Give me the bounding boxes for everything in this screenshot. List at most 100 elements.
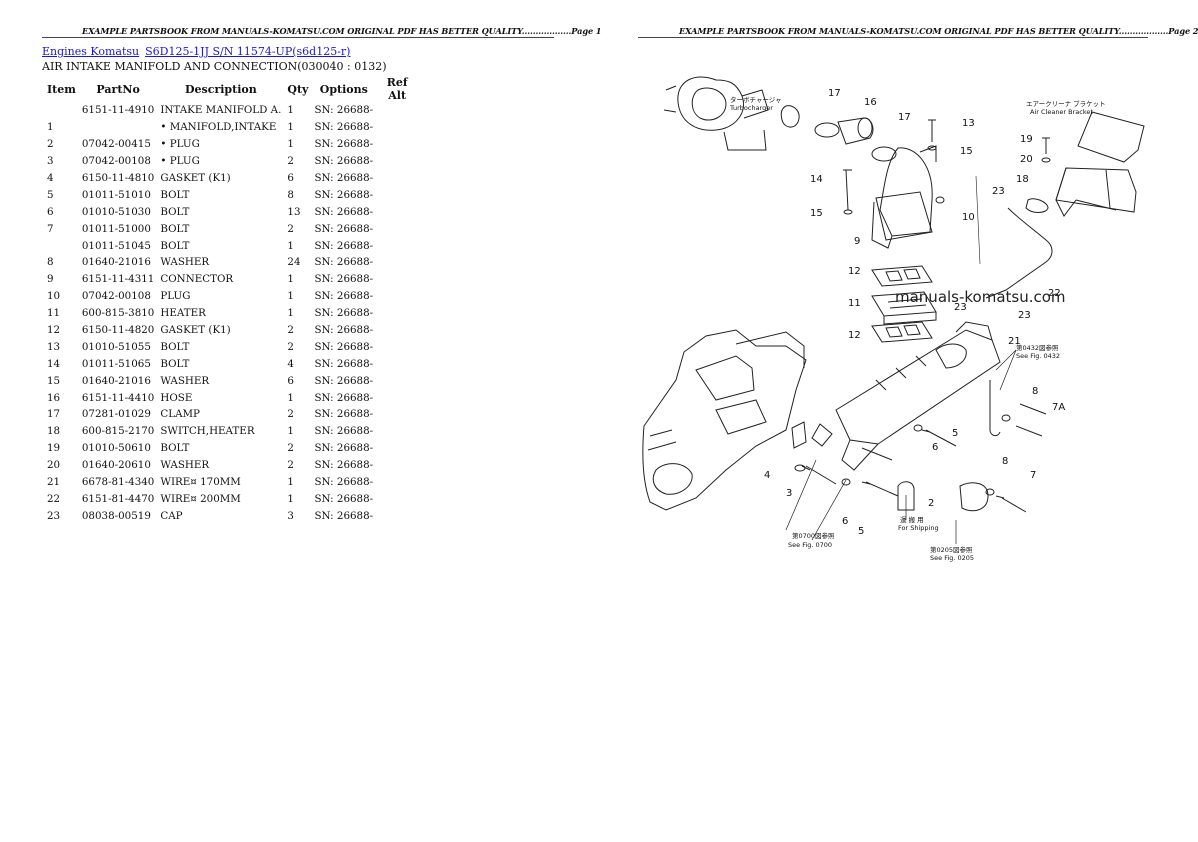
cell-item-number: 23	[47, 509, 61, 522]
cell-options: SN: 26688-	[314, 492, 374, 505]
callout-20: 20	[1020, 154, 1033, 165]
cell-part-number: 01640-21016	[81, 256, 151, 269]
cell-quantity: 1	[287, 138, 294, 151]
cover-plate-drawing	[959, 482, 989, 512]
cell-quantity: 1	[287, 273, 294, 286]
cell-item-number: 8	[47, 256, 54, 269]
cell-quantity: 6	[287, 374, 294, 387]
bolt-5-lower-drawing	[861, 481, 899, 497]
cell-quantity: 1	[287, 476, 294, 489]
cell-quantity: 4	[287, 357, 294, 370]
connector-drawing	[871, 145, 937, 249]
cell-description: HOSE	[160, 391, 193, 404]
cell-description: BOLT	[160, 239, 190, 252]
cell-options: SN: 26688-	[314, 205, 374, 218]
cell-item-number: 17	[47, 408, 61, 421]
note-see-0432-en: See Fig. 0432	[1016, 352, 1060, 360]
note-see-0205-jp: 第0205図参照	[930, 545, 973, 554]
cell-options: SN: 26688-	[314, 256, 374, 269]
watermark-text: manuals-komatsu.com	[895, 288, 1066, 306]
cell-options: SN: 26688-	[314, 121, 374, 134]
callout-15a: 15	[960, 146, 973, 157]
cell-quantity: 1	[287, 492, 294, 505]
breadcrumb-link-model[interactable]: S6D125-1JJ S/N 11574-UP(s6d125-r)	[145, 45, 351, 58]
cell-item-number: 4	[47, 172, 54, 184]
cell-part-number: 6151-11-4311	[81, 273, 155, 286]
cell-item-number: 15	[47, 374, 61, 387]
cell-options: SN: 26688-	[314, 391, 374, 404]
cell-options: SN: 26688-	[314, 307, 374, 320]
cell-item-number: 20	[47, 459, 61, 472]
cell-quantity: 1	[287, 239, 294, 252]
cell-ref-alt	[376, 507, 418, 524]
cell-part-number: 01640-20610	[81, 459, 151, 472]
cell-item-number: 18	[47, 425, 61, 438]
breadcrumb-link-engines[interactable]: Engines Komatsu	[42, 45, 140, 58]
cell-ref-alt	[376, 153, 418, 170]
cell-quantity: 2	[287, 340, 294, 353]
cell-quantity: 2	[287, 408, 294, 421]
cell-options: SN: 26688-	[314, 509, 374, 522]
cell-item-number: 11	[47, 307, 61, 320]
page-header-right: EXAMPLE PARTSBOOK FROM MANUALS-KOMATSU.C…	[679, 26, 1198, 36]
note-see-0700-jp: 第0700図参照	[792, 531, 835, 540]
cell-part-number: 6151-11-4410	[81, 391, 155, 404]
cell-part-number: 600-815-2170	[81, 425, 155, 438]
cell-quantity: 2	[287, 442, 294, 455]
cell-options: SN: 26688-	[314, 476, 374, 489]
callout-12a: 12	[848, 266, 861, 277]
cell-quantity: 2	[287, 324, 294, 337]
cell-quantity: 2	[287, 155, 294, 168]
cell-options: SN: 26688-	[314, 408, 374, 421]
callout-14: 14	[810, 174, 823, 185]
cell-ref-alt	[376, 254, 418, 271]
cell-quantity: 24	[287, 256, 301, 269]
exploded-parts-diagram: 17 16 17 13 15 14 15 10 9 19 20 18 23 12…	[642, 76, 1145, 562]
col-refalt-header: Ref Alt	[386, 76, 408, 102]
cell-ref-alt	[376, 474, 418, 491]
cell-options: SN: 26688-	[314, 222, 374, 235]
callout-19: 19	[1020, 134, 1033, 145]
callout-17a: 17	[828, 88, 841, 99]
cell-item-number	[42, 102, 79, 119]
callout-23c: 23	[1018, 310, 1031, 321]
cell-description: SWITCH,HEATER	[160, 425, 255, 438]
cell-ref-alt	[376, 186, 418, 203]
table-header-row: Item PartNo Description Qty Options Ref …	[42, 76, 418, 102]
cell-part-number: 01011-51065	[81, 357, 151, 370]
cell-ref-alt	[376, 322, 418, 339]
cell-part-number: 600-815-3810	[81, 307, 155, 320]
callout-8a: 8	[1032, 386, 1038, 397]
cell-description: BOLT	[160, 205, 190, 218]
cell-item-number: 7	[47, 222, 54, 235]
table-row: 8 01640-21016 WASHER 24 SN: 26688-	[42, 254, 418, 271]
bolt-7-drawing	[995, 495, 1027, 513]
cell-options: SN: 26688-	[314, 357, 374, 370]
cell-options: SN: 26688-	[314, 459, 374, 472]
cell-description: WASHER	[160, 374, 210, 387]
callout-5a: 5	[952, 428, 958, 439]
cell-description: WASHER	[160, 256, 210, 269]
cell-part-number: 6678-81-4340	[81, 476, 155, 489]
cell-description: • MANIFOLD,INTAKE	[160, 121, 277, 134]
cell-part-number: 08038-00519	[81, 509, 151, 522]
cell-part-number: 01011-51010	[81, 188, 151, 201]
cell-quantity: 2	[287, 222, 294, 235]
cell-description: WASHER	[160, 459, 210, 472]
callout-16: 16	[864, 97, 877, 108]
callout-22: 22	[1048, 288, 1061, 299]
note-shipping-jp: 運 搬 用	[900, 515, 924, 524]
cell-options: SN: 26688-	[314, 425, 374, 438]
cell-ref-alt	[376, 170, 418, 187]
callout-17b: 17	[898, 112, 911, 123]
bolt-7a-drawing	[1015, 403, 1047, 437]
cell-description: • PLUG	[160, 155, 200, 168]
